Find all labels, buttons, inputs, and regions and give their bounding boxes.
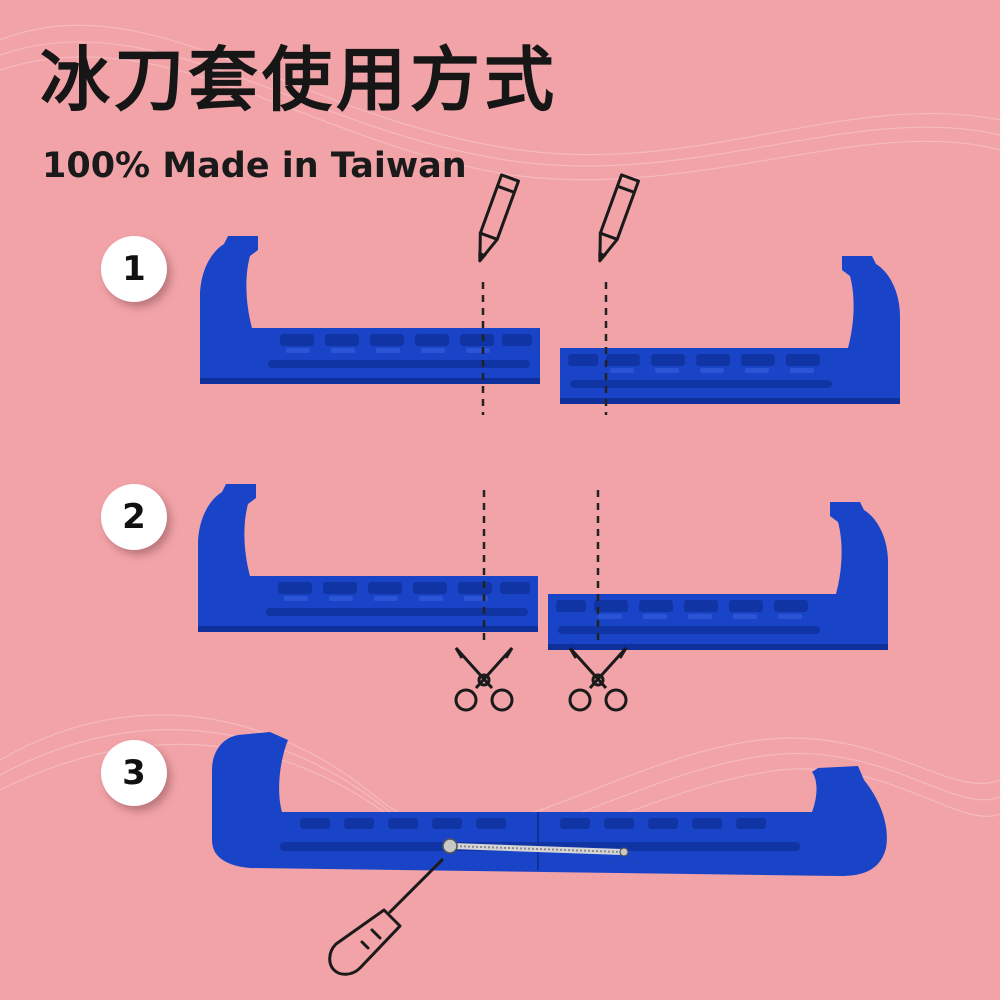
- scissors-icon: [568, 646, 628, 712]
- scissors-icon: [454, 646, 514, 712]
- pencil-icon: [478, 173, 520, 263]
- page-title: 冰刀套使用方式: [40, 39, 558, 121]
- step2-guard-left: [198, 484, 538, 632]
- spring: [442, 838, 629, 857]
- screwdriver-icon: [328, 858, 444, 976]
- step-3-badge: 3: [101, 740, 167, 806]
- step1-guard-left: [200, 236, 540, 384]
- step1-guard-right: [560, 256, 900, 404]
- step-1-badge: 1: [101, 236, 167, 302]
- step-2-badge: 2: [101, 484, 167, 550]
- page-subtitle: 100% Made in Taiwan: [42, 146, 467, 186]
- step2-guard-right: [548, 502, 888, 650]
- pencil-icon: [598, 173, 640, 263]
